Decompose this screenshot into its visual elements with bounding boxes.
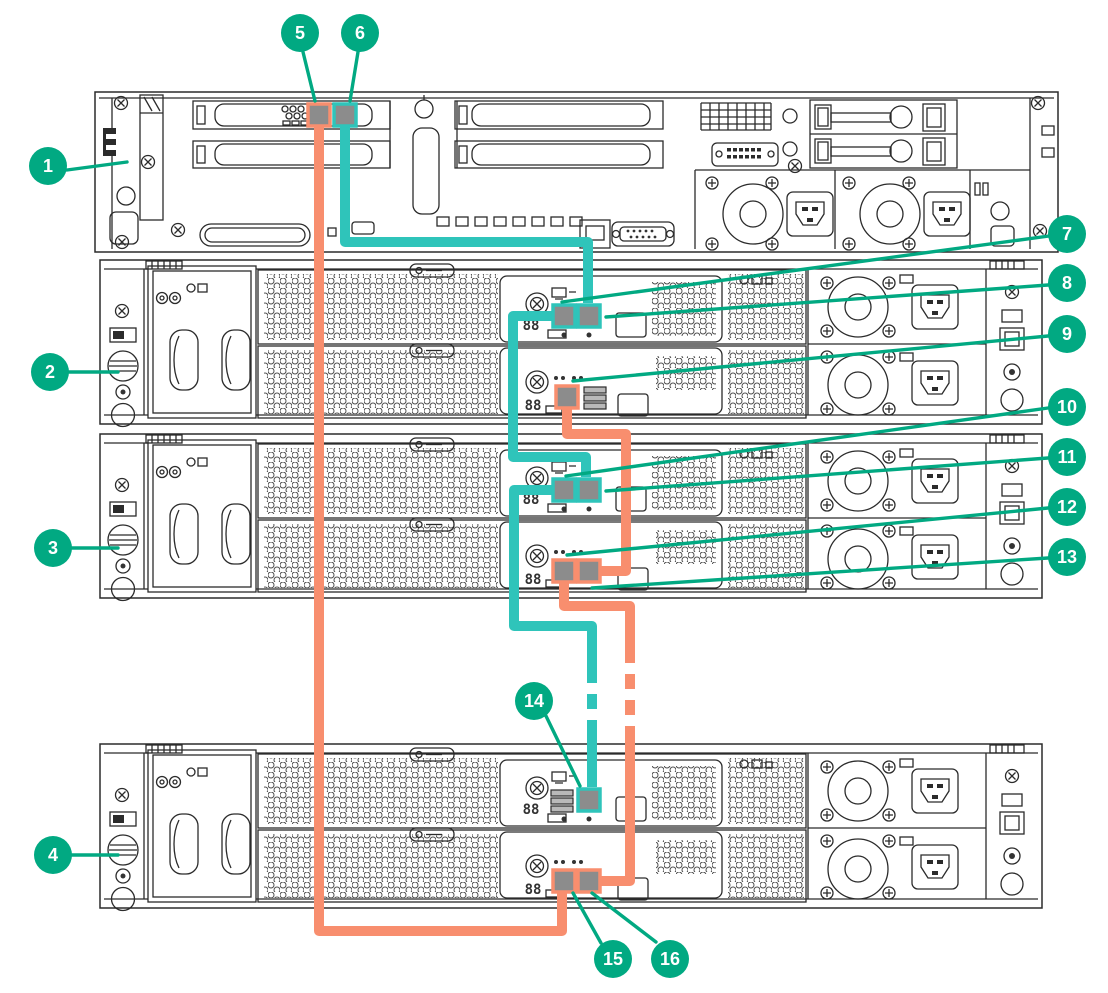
callout-line-14 (544, 714, 582, 788)
unused-port-slot-enc1 (583, 386, 607, 410)
port-7-enc1-top-1 (551, 303, 577, 329)
callout-8: 8 (1048, 264, 1086, 302)
port-10-enc2-top-1 (551, 477, 577, 503)
port-5-server-hba-1 (306, 102, 332, 128)
callout-line-12 (565, 506, 1050, 557)
callout-5-label: 5 (295, 23, 305, 43)
callout-2: 2 (31, 353, 69, 391)
callout-6: 6 (341, 14, 379, 52)
callout-line-16 (590, 891, 658, 944)
port-6-server-hba-2 (332, 102, 358, 128)
port-9-enc1-bottom (554, 384, 580, 410)
callout-line-1 (65, 160, 129, 172)
diagnostic-port (711, 142, 779, 167)
cable-server-p5-to-enc3-p15 (314, 126, 567, 936)
cable-enc1-p9-to-enc2-p13 (562, 408, 631, 576)
port-12-enc2-bottom-1 (551, 558, 577, 584)
callout-14: 14 (515, 682, 553, 720)
cable-enc2-p10-to-enc3-p14-upper (509, 485, 597, 668)
port-11-enc2-top-2 (576, 477, 602, 503)
enclosure-1-top-display: 88 (523, 318, 540, 334)
vent-grid (700, 102, 772, 131)
management-port (579, 219, 611, 249)
port-8-enc1-top-2 (576, 303, 602, 329)
cable-enc2-p12-to-enc3-p16-lower (601, 728, 635, 886)
callout-3: 3 (34, 529, 72, 567)
callout-15-label: 15 (603, 949, 623, 969)
port-14-enc3-top (576, 787, 602, 813)
enclosure-3-bottom-display: 88 (525, 882, 542, 898)
callout-13-label: 13 (1057, 547, 1077, 567)
enclosure-2-top-display: 88 (523, 492, 540, 508)
callout-pointer-lines (65, 50, 1051, 945)
cable-enc2-p12-to-enc3-p16-upper (559, 582, 635, 648)
callout-4-label: 4 (48, 845, 58, 865)
callout-6-label: 6 (355, 23, 365, 43)
callout-1-label: 1 (43, 156, 53, 176)
enclosure-2-bottom-display: 88 (525, 572, 542, 588)
callout-line-7 (560, 234, 1051, 304)
callout-10-label: 10 (1057, 397, 1077, 417)
callout-12: 12 (1048, 488, 1086, 526)
callout-9: 9 (1048, 315, 1086, 353)
callout-7-label: 7 (1062, 224, 1072, 244)
callout-7: 7 (1048, 215, 1086, 253)
cable-enc1-p7-to-enc2-p11 (508, 311, 591, 477)
server-drive-bays (809, 99, 958, 169)
callout-15: 15 (594, 940, 632, 978)
callout-badges: 1 2 3 4 5 6 7 8 9 10 11 (29, 14, 1086, 978)
cable-server-p6-to-enc1-p8 (340, 126, 593, 303)
nic-ports (436, 216, 583, 227)
unused-port-slot-enc3 (550, 789, 574, 813)
server-chassis (94, 91, 1059, 253)
callout-line-11 (604, 456, 1050, 493)
sas-port-icon-cluster (281, 105, 309, 126)
callout-9-label: 9 (1062, 324, 1072, 344)
callout-3-label: 3 (48, 538, 58, 558)
callout-5: 5 (281, 14, 319, 52)
callout-line-5 (301, 50, 317, 103)
ports (306, 102, 607, 894)
callout-line-13 (590, 556, 1050, 590)
callout-line-9 (571, 334, 1050, 383)
callout-11: 11 (1048, 438, 1086, 476)
callout-12-label: 12 (1057, 497, 1077, 517)
enclosure-1-bottom-display: 88 (525, 398, 542, 414)
callout-1: 1 (29, 147, 67, 185)
port-16-enc3-bottom-2 (576, 868, 602, 894)
callout-13: 13 (1048, 538, 1086, 576)
callout-2-label: 2 (45, 362, 55, 382)
enclosure-id-displays: 88 88 88 88 88 88 (523, 318, 542, 898)
callout-16-label: 16 (660, 949, 680, 969)
sas-cables (314, 126, 635, 936)
port-13-enc2-bottom-2 (576, 558, 602, 584)
callout-11-label: 11 (1057, 447, 1076, 467)
callout-14-label: 14 (524, 691, 544, 711)
callout-8-label: 8 (1062, 273, 1072, 293)
callout-line-8 (604, 283, 1050, 319)
callout-line-15 (571, 891, 603, 945)
callout-4: 4 (34, 836, 72, 874)
port-15-enc3-bottom-1 (551, 868, 577, 894)
server-power-supplies (694, 169, 1030, 251)
callout-line-6 (348, 50, 360, 103)
callout-line-10 (564, 406, 1050, 478)
enclosure-3-top-display: 88 (523, 802, 540, 818)
callout-10: 10 (1048, 388, 1086, 426)
vga-port (611, 221, 675, 247)
callout-16: 16 (651, 940, 689, 978)
